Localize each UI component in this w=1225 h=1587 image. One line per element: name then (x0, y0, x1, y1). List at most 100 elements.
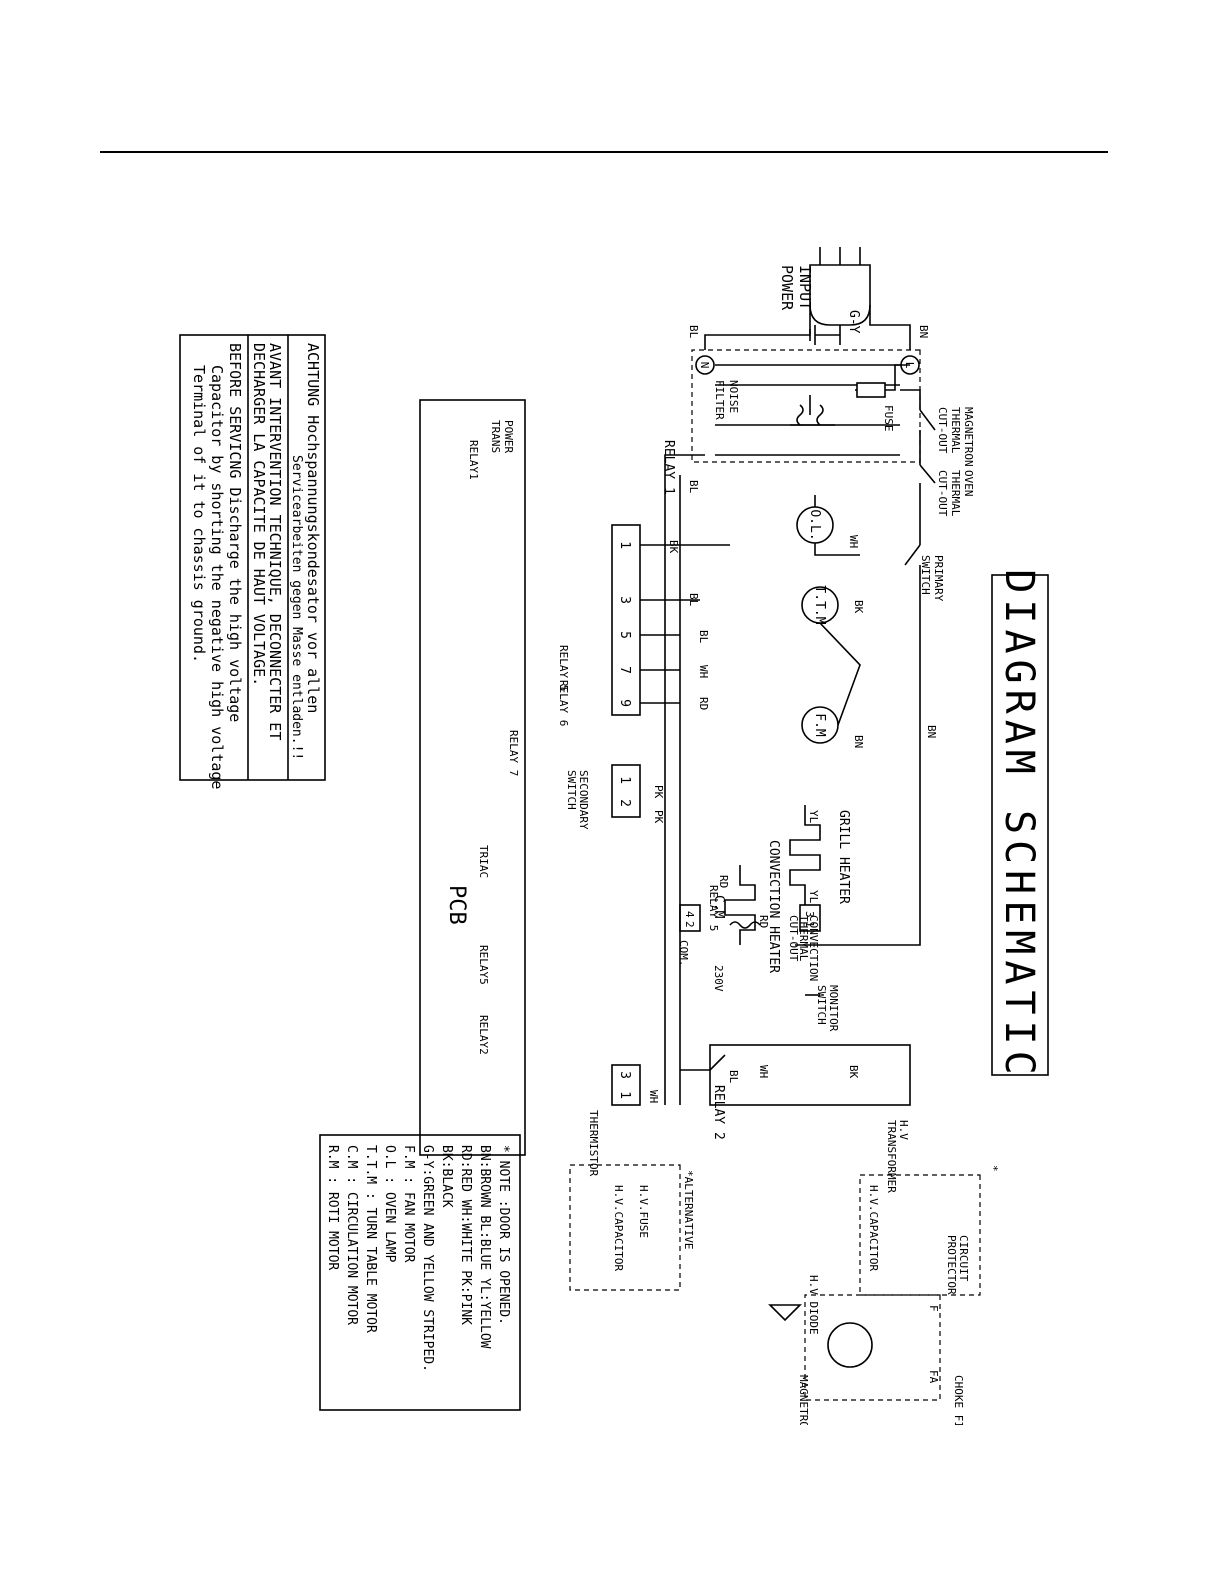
legend-3: RD:RED WH:WHITE PK:PINK (458, 1145, 473, 1325)
wire-bl-mains (704, 305, 811, 350)
input-power-label-1: INPUT (796, 265, 814, 310)
circuit-protector-1: CIRCUIT (957, 1235, 970, 1282)
grill-heater-label: GRILL HEATER (836, 810, 851, 904)
conv-cutout-3: CUT-OUT (787, 915, 800, 962)
convection-heater-label: CONVECTION HEATER (766, 840, 781, 973)
fm-label: F.M (812, 713, 827, 737)
thermistor-label: THERMISTOR (587, 1110, 600, 1177)
circuit-protector-2: PROTECTOR (945, 1235, 958, 1295)
fuse-label: FUSE (882, 405, 895, 432)
alternative-box: *ALTERNATIVE H.V.FUSE H.V.CAPACITOR (569, 1164, 695, 1291)
cm-common: COM. (677, 940, 690, 967)
primary-switch-2: SWITCH (919, 555, 932, 595)
warning-line-4: DECHARGER LA CAPACITE DE HAUT VOLTAGE. (250, 343, 268, 686)
sec-pin-2: 2 (617, 799, 632, 807)
power-trans-2: TRANS (489, 420, 502, 453)
hv-capacitor-label: H.V.CAPACITOR (612, 1185, 625, 1271)
wire-label-pk-2: PK (652, 810, 665, 824)
therm-pin-3: 3 (617, 1071, 632, 1079)
wire-label-wh-2: WH (647, 1090, 660, 1103)
cm-pin-2: 2 (683, 921, 696, 928)
relay2-label: RELAY 2 (711, 1085, 726, 1140)
ground-label: G-Y (846, 310, 861, 334)
schematic-rotated: DIAGRAM SCHEMATIC INPUT POWER G-Y BN BL … (160, 225, 1060, 1425)
wire-label-rd-1: RD (697, 697, 710, 710)
wire-label-bl-5: BL (727, 1070, 740, 1084)
transformer-label-2: TRANSFORMER (885, 1120, 898, 1193)
legend-7: O.L : OVEN LAMP (382, 1145, 397, 1263)
relay6-label: RELAY 6 (557, 680, 570, 726)
wire-label-rd-3: RD (757, 915, 770, 928)
wire-label-wh-3: WH (697, 665, 710, 678)
wire-bn-long (795, 565, 921, 946)
wire-label-pk-1: PK (652, 785, 665, 799)
sec-pin-1: 1 (617, 776, 632, 784)
hv-diode-label: H.V DIODE (807, 1275, 820, 1335)
warning-box: ACHTUNG Hochspannungskondesator vor alle… (179, 334, 326, 789)
secondary-switch-2: SWITCH (565, 770, 578, 810)
legend-box: * NOTE :DOOR IS OPENED. BN:BROWN BL:BLUE… (319, 1134, 521, 1411)
wire-label-bk-3: BK (847, 1065, 860, 1079)
relay5-label: RELAY 5 (557, 645, 570, 691)
wire-bn-mains (869, 305, 911, 350)
pin-5: 5 (617, 631, 632, 639)
wire-label-bn-1: BN (917, 325, 930, 338)
magnetron-cutout-1: MAGNETRON (962, 407, 975, 467)
warning-line-7: Terminal of it to chassis ground. (190, 365, 208, 663)
fan-motor: F.M BN (801, 706, 865, 748)
wire-label-wh-1: WH (847, 535, 860, 548)
legend-6: F.M : FAN MOTOR (401, 1145, 416, 1263)
wire-label-f: F (927, 1305, 940, 1312)
turntable-motor: T.T.M BK (801, 585, 865, 625)
title-box: DIAGRAM SCHEMATIC (991, 569, 1049, 1081)
legend-9: C.M : CIRCULATION MOTOR (344, 1145, 359, 1325)
pcb-label: PCB (444, 885, 469, 925)
legend-8: T.T.M : TURN TABLE MOTOR (363, 1145, 378, 1333)
warning-line-1: ACHTUNG Hochspannungskondesator vor alle… (304, 343, 322, 713)
transformer-label-1: H.V (897, 1120, 910, 1140)
pin-7: 7 (617, 666, 632, 674)
warning-line-2: Servicearbeiten gegen Masse entladen.!! (289, 455, 304, 760)
oven-cutout-1: OVEN (962, 470, 975, 497)
conv-pin-3: 3 (803, 911, 816, 918)
wire-label-bl-1: BL (687, 325, 700, 339)
noise-filter-label-2: FILTER (713, 380, 726, 420)
hv-transformer: H.V TRANSFORMER BK WH (709, 1044, 911, 1193)
magnetron-label: MAGNETRON (797, 1375, 810, 1425)
legend-10: R.M : ROTI MOTOR (325, 1145, 340, 1270)
legend-1: * NOTE :DOOR IS OPENED. (496, 1145, 511, 1325)
power-trans-1: POWER (502, 420, 515, 453)
relay2-coil: RELAY2 (477, 1015, 490, 1055)
noise-filter-label-1: NOISE (727, 380, 740, 413)
relay1-label: RELAY 1 (661, 440, 676, 495)
conv-pin-1: 1 (803, 921, 816, 928)
primary-switch: PRIMARY SWITCH (904, 520, 945, 602)
wire-label-bl-4: BL (697, 630, 710, 644)
oven-cutout-2: THERMAL (949, 470, 962, 517)
input-power-label-2: POWER (778, 265, 796, 311)
triac-label: TRIAC (477, 845, 490, 878)
circulation-motor: C.M 230V COM. 4 2 3 1 RELAY 5 (677, 885, 821, 992)
wire-label-yl-1: YL (807, 810, 820, 824)
relay7-label: RELAY 7 (507, 730, 520, 776)
oven-lamp: O.L. WH (796, 495, 860, 556)
monitor-switch-1: MONITOR (827, 985, 840, 1032)
pin-9: 9 (617, 699, 632, 707)
top-rule (100, 151, 1108, 153)
wire-label-bn-2: BN (925, 725, 938, 738)
wiring-diagram: DIAGRAM SCHEMATIC INPUT POWER G-Y BN BL … (179, 247, 1049, 1425)
cm-pin-4: 4 (683, 911, 696, 918)
magnetron-cutout-2: THERMAL (949, 407, 962, 454)
pin-3: 3 (617, 596, 632, 604)
grill-heater: GRILL HEATER YL YL (789, 805, 851, 905)
pin-1: 1 (617, 541, 632, 549)
relay-2: RELAY 2 BL (680, 1054, 740, 1140)
wire-label-fa: FA (927, 1370, 940, 1384)
svg-text:N: N (698, 362, 711, 369)
secondary-connector: 1 2 PK PK (611, 764, 665, 824)
pcb-board: PCB POWER TRANS RELAY1 TRIAC RELAY5 RELA… (419, 399, 590, 1156)
wire-label-rd-2: RD (717, 875, 730, 888)
diagram-title: DIAGRAM SCHEMATIC (996, 569, 1042, 1080)
relay1-coil: RELAY1 (467, 440, 480, 480)
choke-filter-label: CHOKE FILTER(OPTION) (952, 1375, 965, 1425)
